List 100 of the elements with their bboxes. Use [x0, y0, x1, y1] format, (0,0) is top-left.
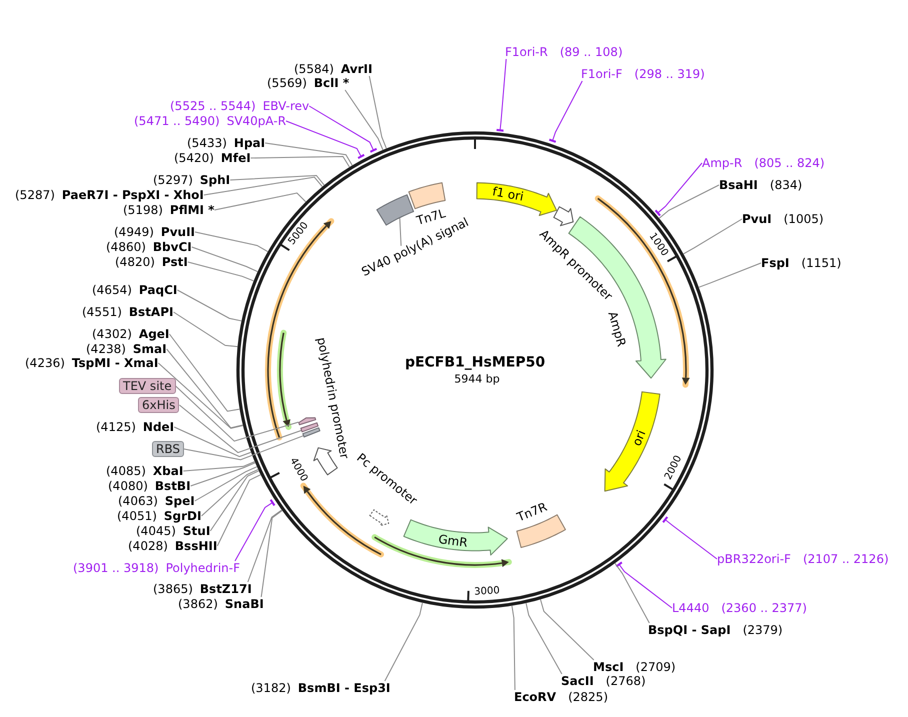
primer-label: pBR322ori-F (2107 .. 2126): [717, 552, 889, 566]
leader-line: [368, 76, 387, 150]
tag-feature: [298, 416, 317, 426]
feature-box: [300, 422, 320, 433]
leader-line: [234, 498, 276, 562]
restriction-site-label: (4820) PstI: [115, 255, 188, 269]
feature-label: GmR: [437, 532, 468, 550]
restriction-site-label: EcoRV (2825): [514, 690, 608, 704]
feature-tag: RBS: [152, 441, 184, 457]
leader-line: [200, 468, 259, 516]
leader-line: [614, 562, 650, 624]
primer-label: F1ori-R (89 .. 108): [505, 45, 623, 59]
leader-line: [540, 598, 594, 660]
scale-label: 3000: [474, 586, 500, 598]
feature-label: Tn7R: [515, 500, 550, 524]
leader-line: [230, 174, 325, 186]
restriction-site-label: (5569) BclI *: [267, 76, 350, 90]
leader-line: [698, 262, 762, 288]
leader-line: [176, 290, 242, 322]
leader-line: [250, 156, 350, 168]
plasmid-size: 5944 bp: [454, 372, 500, 386]
leader-line: [260, 510, 283, 598]
leader-line: [216, 474, 262, 546]
restriction-site-label: FspI (1151): [761, 256, 842, 270]
restriction-site-label: (4860) BbvCI: [106, 240, 192, 254]
restriction-site-label: (3182) BsmBI - Esp3I: [251, 681, 390, 695]
leader-line: [247, 509, 282, 582]
primer-label: (5525 .. 5544) EBV-rev: [170, 99, 310, 113]
restriction-site-label: (5584) AvrII: [294, 62, 372, 76]
restriction-site-label: (4302) AgeI: [92, 327, 170, 341]
leader-line: [286, 120, 366, 160]
leader-line: [399, 218, 402, 246]
restriction-site-label: (5287) PaeR7I - PspXI - XhoI: [15, 188, 204, 202]
scale-label: 4000: [288, 456, 309, 484]
leader-line: [190, 462, 256, 486]
restriction-site-label: (4238) SmaI: [86, 342, 167, 356]
restriction-site-label: (4125) NdeI: [96, 420, 174, 434]
leader-line: [264, 142, 353, 166]
feature-box: [376, 194, 414, 226]
restriction-site-label: (4080) BstBI: [108, 479, 191, 493]
leader-line: [214, 192, 306, 210]
primer-label: L4440 (2360 .. 2377): [672, 601, 807, 615]
leader-line: [511, 605, 516, 690]
restriction-site-label: BsaHI (834): [719, 178, 802, 192]
restriction-site-label: (4236) TspMI - XmaI: [25, 356, 158, 370]
restriction-site-label: (4085) XbaI: [106, 464, 184, 478]
feature-label: AmpR: [606, 310, 629, 348]
leader-line: [496, 58, 507, 132]
leader-line: [174, 426, 252, 458]
restriction-site-label: MscI (2709): [593, 660, 676, 674]
leader-line: [187, 262, 254, 282]
restriction-site-label: PvuI (1005): [742, 212, 824, 226]
feature-label: f1 ori: [490, 184, 524, 204]
primer-label: F1ori-F (298 .. 319): [581, 67, 705, 81]
restriction-site-label: SacII (2768): [561, 674, 646, 688]
leader-line: [166, 348, 244, 428]
restriction-site-label: (5420) MfeI: [174, 151, 251, 165]
leader-line: [194, 466, 258, 502]
restriction-site-label: (4028) BssHII: [128, 539, 218, 553]
leader-line: [183, 435, 304, 460]
leader-line: [175, 386, 300, 442]
leader-line: [344, 90, 384, 150]
leader-line: [682, 218, 742, 254]
restriction-site-label: (3862) SnaBI: [178, 597, 264, 611]
restriction-site-label: (4063) SpeI: [118, 494, 195, 508]
leader-line: [308, 106, 378, 153]
feature-box: [302, 427, 321, 438]
leader-line: [654, 162, 702, 217]
feature-tag: 6xHis: [138, 397, 180, 413]
leader-line: [210, 470, 260, 532]
leader-line: [615, 561, 672, 608]
leader-line: [178, 404, 302, 454]
restriction-site-label: (4654) PaqCI: [92, 283, 178, 297]
leader-line: [172, 312, 238, 348]
leader-line: [658, 184, 720, 219]
leader-line: [384, 602, 423, 682]
primer-label: (3901 .. 3918) Polyhedrin-F: [73, 561, 240, 575]
leader-line: [168, 334, 240, 412]
leader-line: [191, 246, 258, 272]
restriction-site-label: (4045) StuI: [136, 524, 210, 538]
feature-tag: TEV site: [119, 378, 176, 394]
restriction-site-label: BspQI - SapI (2379): [648, 623, 783, 637]
leader-line: [526, 602, 562, 674]
restriction-site-label: (5433) HpaI: [187, 136, 266, 150]
leader-line: [194, 232, 268, 252]
restriction-site-label: (5198) PflMI *: [123, 203, 214, 217]
restriction-site-label: (4949) PvuII: [114, 225, 195, 239]
restriction-site-label: (4051) SgrDI: [117, 509, 202, 523]
feature-label: ori: [629, 428, 648, 448]
plasmid-name: pECFB1_HsMEP50: [404, 354, 546, 372]
leader-line: [158, 362, 244, 429]
restriction-site-label: (4551) BstAPI: [82, 305, 174, 319]
leader-line: [203, 176, 323, 196]
restriction-site-label: (3865) BstZ17I: [153, 582, 252, 596]
restriction-site-label: (5297) SphI: [153, 173, 230, 187]
leader-line: [548, 80, 583, 143]
leader-line: [182, 461, 256, 472]
primer-label: Amp-R (805 .. 824): [702, 156, 825, 170]
leader-line: [662, 516, 718, 560]
scale-label: 2000: [664, 454, 684, 482]
